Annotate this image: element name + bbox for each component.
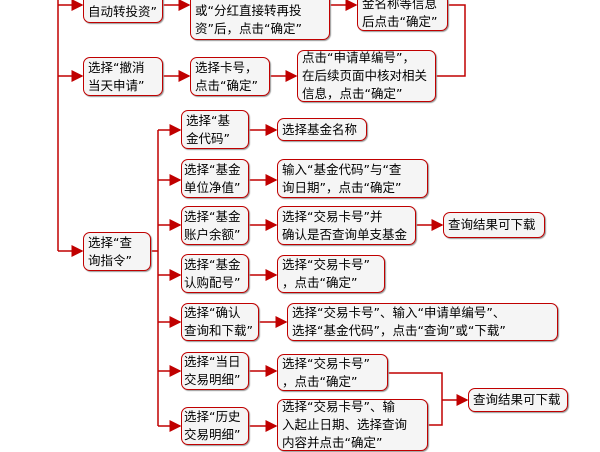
box-select-trade-card: 选择“交易卡号” ，点击“确定”: [277, 255, 385, 293]
box-cancel-today: 选择“撤消 当天申请”: [83, 57, 163, 96]
box-select-trade-card-confirm: 选择“交易卡号”并 确认是否查询单支基金: [277, 206, 416, 245]
box-result-downloadable: 查询结果可下载: [443, 212, 545, 238]
box-select-trade-card-today: 选择“交易卡号” ，点击“确定”: [277, 354, 388, 391]
box-fund-name-info: 金名称等信息 后点击“确定”: [357, 0, 448, 31]
box-auto-reinvest: 自动转投资”: [83, 0, 163, 23]
box-history-query-input: 选择“交易卡号”、输 入起止日期、选择查询 内容并点击“确定”: [277, 399, 428, 451]
box-select-card: 选择卡号， 点击“确定”: [190, 57, 270, 96]
box-fund-code: 选择“基 金代码”: [181, 110, 249, 149]
box-subscription-number: 选择“基金 认购配号”: [181, 254, 249, 293]
box-query-command: 选择“查 询指令”: [83, 232, 151, 271]
box-confirm-query-download: 选择“确认 查询和下载”: [181, 303, 259, 341]
box-history-transactions: 选择“历史 交易明细”: [181, 407, 249, 445]
box-application-number: 点击“申请单编号”， 在后续页面中核对相关 信息，点击“确定”: [297, 50, 436, 102]
box-fund-nav: 选择“基金 单位净值”: [181, 159, 249, 198]
box-select-fund-name: 选择基金名称: [277, 118, 367, 141]
box-today-transactions: 选择“当日 交易明细”: [181, 352, 249, 390]
box-dividend-reinvest: 或“分红直接转再投 资”后，点击“确定”: [190, 0, 330, 40]
box-input-fund-code-date: 输入“基金代码”与“查 询日期”，点击“确定”: [277, 159, 428, 198]
box-merged-result-downloadable: 查询结果可下载: [468, 388, 568, 412]
box-input-application-fund: 选择“交易卡号”、输入“申请单编号”、 选择“基金代码”，点击“查询”或“下载”: [287, 303, 558, 341]
box-fund-balance: 选择“基金 账户余额”: [181, 206, 249, 245]
